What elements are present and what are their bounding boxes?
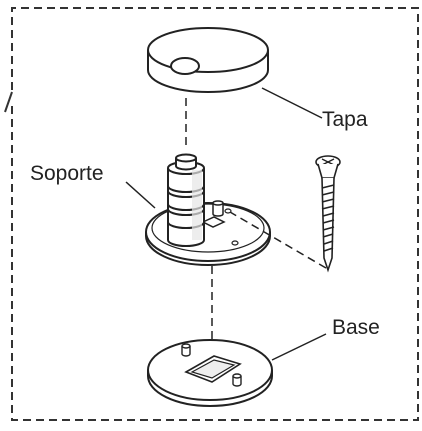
frame-tick — [4, 91, 13, 113]
post-shading — [192, 170, 202, 240]
label-base: Base — [332, 316, 380, 339]
soporte-leader-line — [125, 181, 156, 209]
screw-guide-dashed — [229, 211, 327, 269]
base-tab-left — [181, 343, 191, 357]
screw — [315, 155, 341, 273]
dashed-frame — [11, 7, 419, 421]
tapa-leader-line — [261, 87, 323, 119]
soporte-stud — [212, 200, 224, 217]
tapa-cap — [147, 27, 269, 93]
label-soporte: Soporte — [30, 162, 104, 185]
base-leader-line — [271, 333, 327, 361]
base-tab-right — [232, 373, 242, 387]
label-tapa: Tapa — [322, 108, 368, 131]
base-plate — [147, 339, 273, 407]
soporte-plate — [145, 202, 271, 266]
